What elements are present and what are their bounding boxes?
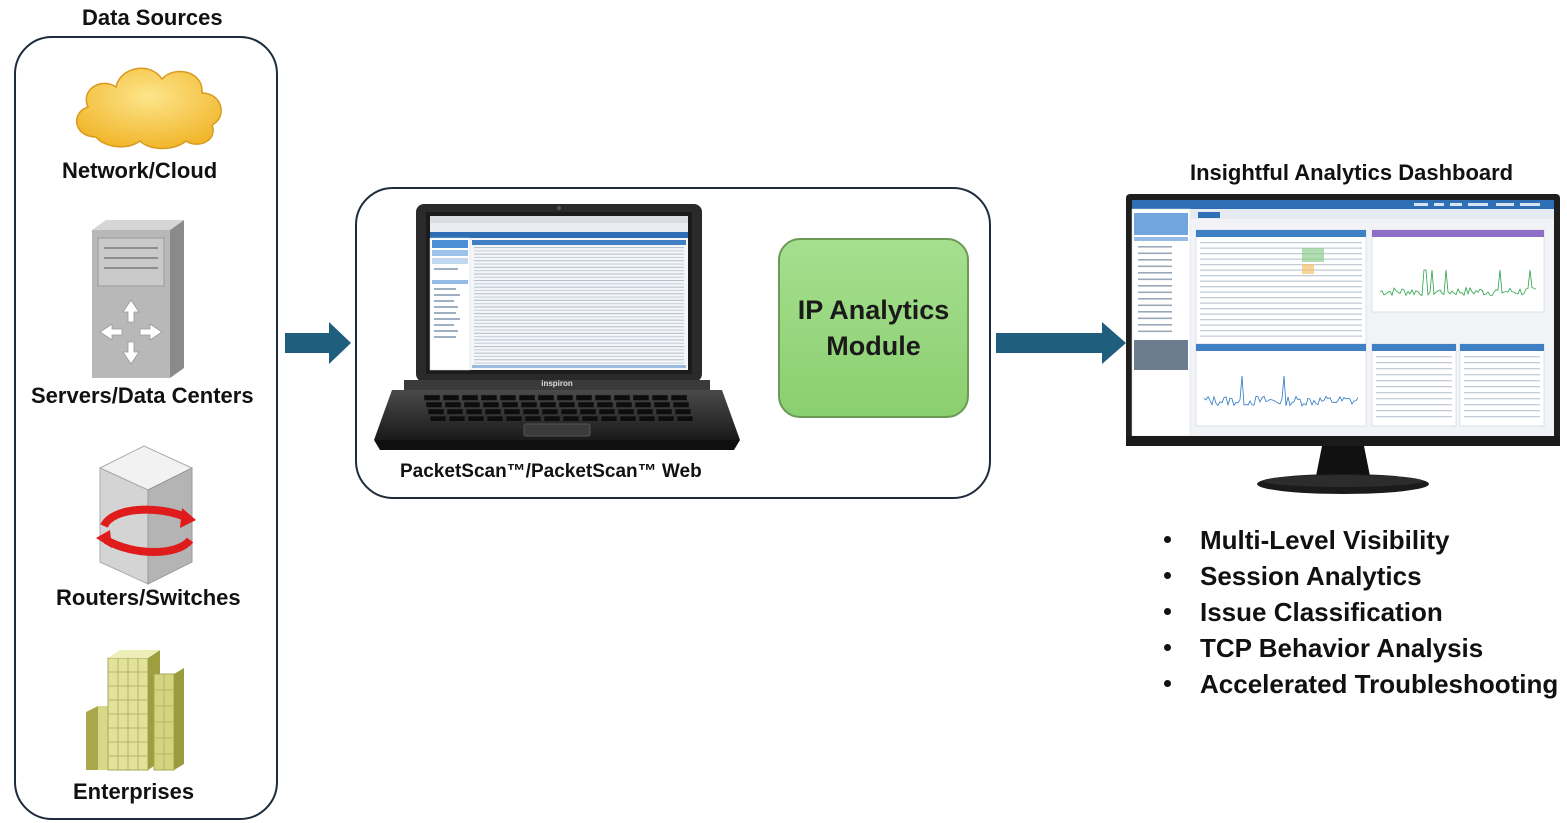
feature-list: Multi-Level Visibility Session Analytics…	[1160, 522, 1558, 702]
bullet-icon	[1164, 644, 1171, 651]
server-icon	[92, 220, 184, 378]
feature-item: Accelerated Troubleshooting	[1160, 666, 1558, 702]
feature-item: Issue Classification	[1160, 594, 1558, 630]
ip-analytics-module: IP Analytics Module	[778, 238, 969, 418]
source-label-enterprises: Enterprises	[73, 779, 195, 804]
monitor-icon	[1126, 194, 1560, 494]
sources-title: Data Sources	[82, 5, 223, 30]
data-sources-panel	[14, 36, 278, 820]
feature-item-label: Multi-Level Visibility	[1200, 525, 1450, 555]
laptop-icon: inspiron	[374, 204, 740, 450]
feature-item: Multi-Level Visibility	[1160, 522, 1558, 558]
cloud-icon	[75, 67, 222, 150]
bullet-icon	[1164, 572, 1171, 579]
source-label-servers: Servers/Data Centers	[31, 383, 254, 408]
feature-item: TCP Behavior Analysis	[1160, 630, 1558, 666]
feature-item-label: TCP Behavior Analysis	[1200, 633, 1484, 663]
laptop-caption: PacketScan™/PacketScan™ Web	[400, 461, 702, 482]
arrow-scan-to-dashboard	[996, 322, 1126, 364]
bullet-icon	[1164, 680, 1171, 687]
dashboard-title: Insightful Analytics Dashboard	[1190, 160, 1514, 185]
source-label-routers: Routers/Switches	[56, 585, 241, 610]
laptop-brand: inspiron	[541, 379, 573, 388]
router-icon	[96, 445, 196, 585]
bullet-icon	[1164, 608, 1171, 615]
building-icon	[86, 650, 184, 771]
feature-item-label: Issue Classification	[1200, 597, 1443, 627]
ip-analytics-module-label: IP Analytics Module	[797, 295, 950, 361]
feature-item: Session Analytics	[1160, 558, 1558, 594]
feature-item-label: Accelerated Troubleshooting	[1200, 669, 1559, 699]
feature-item-label: Session Analytics	[1200, 561, 1422, 591]
packetscan-panel	[355, 187, 991, 499]
bullet-icon	[1164, 536, 1171, 543]
arrow-sources-to-scan	[285, 322, 351, 364]
source-label-network: Network/Cloud	[62, 158, 218, 183]
